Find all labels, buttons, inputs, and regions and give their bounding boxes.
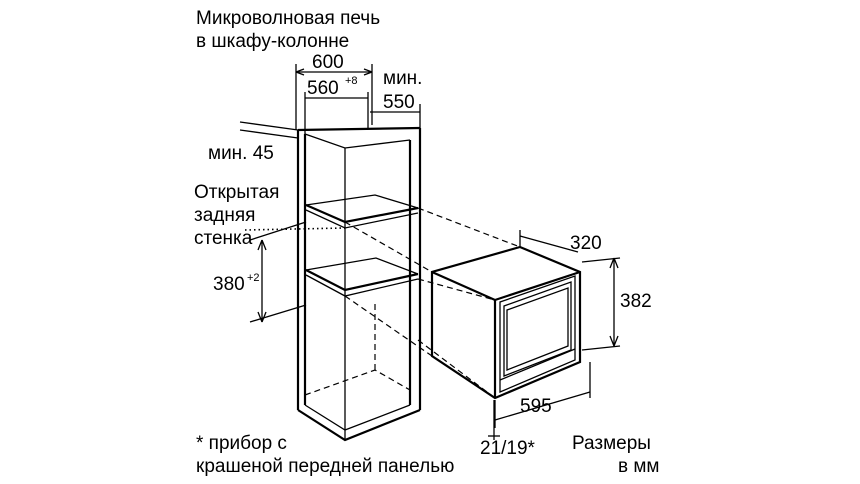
- front-thickness-label: 21/19*: [480, 438, 536, 459]
- microwave-device: [430, 245, 582, 400]
- open-back-label-2: задняя: [194, 205, 255, 226]
- cabinet-width-label: 600: [312, 52, 344, 73]
- niche-width-label: 560: [307, 78, 339, 99]
- cabinet-column: [296, 126, 422, 442]
- device-width-label: 595: [520, 396, 552, 417]
- open-back-label-3: стенка: [194, 228, 253, 249]
- title-line-2: в шкафу-колонне: [196, 31, 349, 52]
- device-depth-label: 320: [570, 233, 602, 254]
- projection-lines: [244, 207, 521, 399]
- title-line-1: Микроволновая печь: [196, 8, 380, 29]
- open-back-label-1: Открытая: [194, 182, 279, 203]
- depth-min-label: мин.: [383, 68, 422, 89]
- dimension-lines: [239, 64, 621, 440]
- device-height-label: 382: [620, 291, 652, 312]
- footnote-line-2: крашеной передней панелью: [196, 456, 454, 477]
- units-line-2: в мм: [618, 456, 660, 477]
- niche-width-tolerance: +8: [345, 75, 358, 87]
- shelf-height-tolerance: +2: [247, 272, 260, 284]
- depth-value-label: 550: [383, 92, 415, 113]
- top-gap-label: мин. 45: [208, 143, 274, 164]
- footnote-line-1: * прибор с: [196, 433, 287, 454]
- units-line-1: Размеры: [572, 433, 651, 454]
- shelf-height-label: 380: [213, 274, 245, 295]
